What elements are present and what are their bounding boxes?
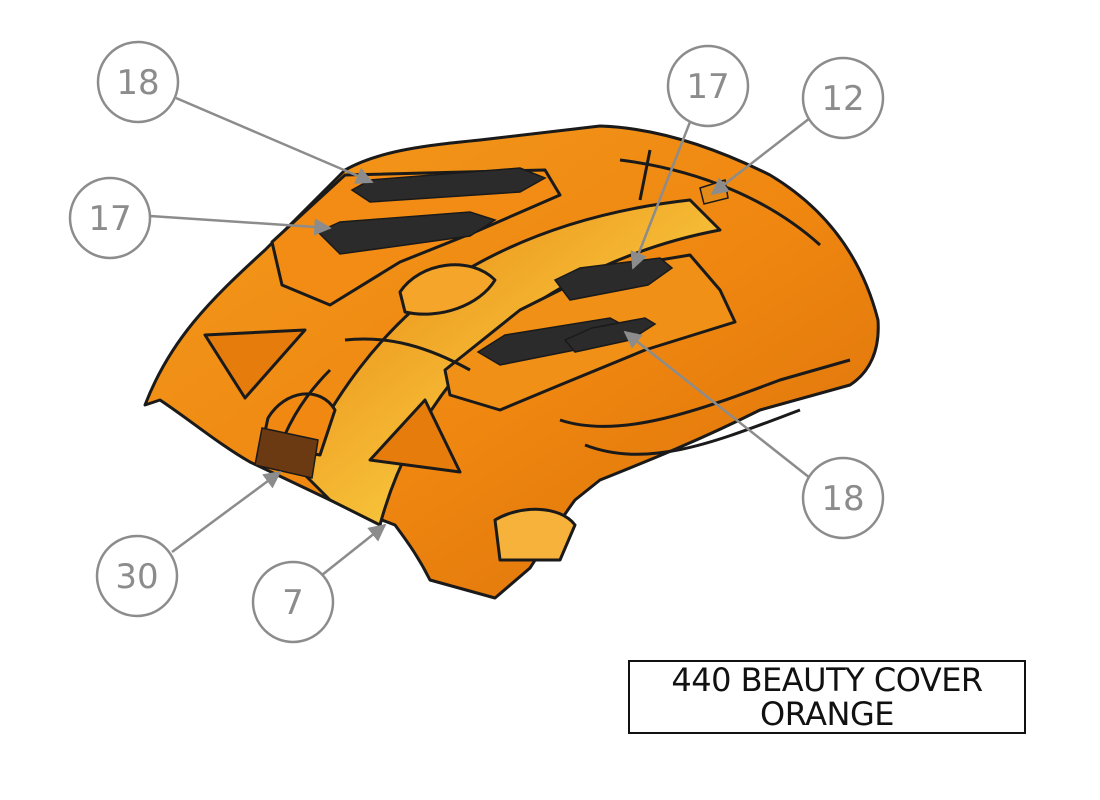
balloon-label: 30	[115, 557, 158, 597]
leader-b7	[321, 523, 387, 576]
badge-right-18	[563, 317, 657, 353]
title-block: 440 BEAUTY COVER ORANGE	[628, 660, 1026, 734]
balloon-7: 7	[251, 560, 335, 644]
badge-upper-17	[316, 211, 497, 255]
leader-b1	[175, 96, 374, 184]
balloon-circle	[251, 560, 335, 644]
triangle-recess-left	[203, 328, 307, 400]
leader-b2	[149, 214, 332, 236]
oval-recess-top	[398, 263, 497, 316]
title-line-2: ORANGE	[760, 695, 894, 733]
balloon-label: 18	[821, 479, 864, 519]
leader-b5	[623, 330, 811, 479]
balloon-label: 12	[821, 79, 864, 119]
balloon-circle	[801, 56, 885, 140]
balloons: 18 17 17 12 18 30 7	[68, 40, 885, 644]
balloon-label: 18	[116, 63, 159, 103]
balloon-17-right: 17	[666, 44, 750, 128]
balloon-12: 12	[801, 56, 885, 140]
balloon-circle	[96, 40, 180, 124]
front-notch	[493, 507, 577, 562]
balloon-18-top: 18	[96, 40, 180, 124]
balloon-30: 30	[95, 534, 179, 618]
balloon-circle	[666, 44, 750, 128]
balloon-label: 17	[88, 199, 131, 239]
balloon-circle	[95, 534, 179, 618]
leader-b6	[171, 470, 282, 554]
balloon-circle	[68, 176, 152, 260]
balloon-17-left: 17	[68, 176, 152, 260]
side-flange	[559, 358, 851, 456]
balloon-circle	[801, 456, 885, 540]
balloon-label: 7	[282, 583, 304, 623]
title-line-1: 440 BEAUTY COVER	[671, 661, 983, 699]
balloon-label: 17	[686, 67, 729, 107]
inserts	[254, 167, 729, 479]
triangle-recess-center	[368, 398, 462, 474]
balloon-18-right: 18	[801, 456, 885, 540]
leader-b3	[630, 121, 692, 270]
leader-b4	[710, 117, 811, 196]
rib-line-1	[619, 149, 822, 247]
leader-lines	[149, 96, 811, 576]
decal-30	[254, 427, 319, 479]
